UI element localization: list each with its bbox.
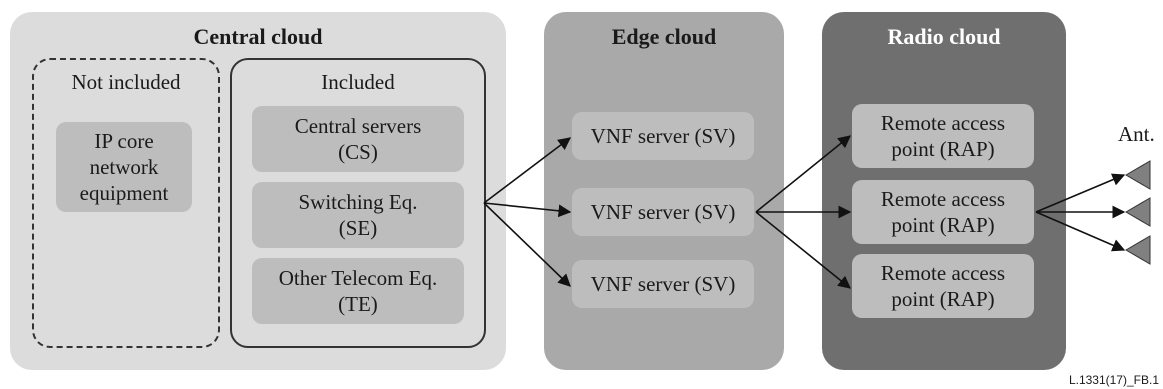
arrow-rap-to-ant3	[1035, 211, 1126, 252]
arrow-central-to-sv2	[483, 202, 572, 218]
included-title: Included	[321, 70, 395, 94]
antenna-icon	[1125, 160, 1151, 190]
antenna-icon	[1125, 235, 1151, 265]
figure-label: L.1331(17)_FB.1	[1068, 373, 1159, 387]
arrow-central-to-sv1	[483, 137, 572, 204]
central-cloud-title: Central cloud	[193, 24, 323, 49]
rap-box-1: Remote access point (RAP)	[852, 104, 1034, 168]
not-included-title: Not included	[71, 70, 181, 94]
not-included-group: Not included IP core network equipment	[32, 58, 220, 348]
arrow-central-to-sv3	[483, 202, 571, 287]
edge-cloud-title: Edge cloud	[611, 24, 717, 49]
radio-cloud-title: Radio cloud	[887, 24, 1001, 49]
switching-eq-box: Switching Eq. (SE)	[252, 182, 464, 248]
antenna-icon	[1125, 197, 1151, 227]
other-telecom-box: Other Telecom Eq. (TE)	[252, 258, 464, 324]
arrow-sv-to-rap3	[755, 211, 851, 289]
rap-box-3: Remote access point (RAP)	[852, 254, 1034, 318]
central-servers-box: Central servers (CS)	[252, 106, 464, 172]
antenna-label: Ant.	[1118, 122, 1155, 146]
vnf-server-box-2: VNF server (SV)	[572, 188, 754, 236]
ip-core-box: IP core network equipment	[56, 122, 192, 212]
vnf-server-box-3: VNF server (SV)	[572, 260, 754, 308]
arrow-sv-to-rap1	[755, 135, 851, 213]
central-cloud-panel: Central cloud Not included IP core netwo…	[10, 12, 506, 370]
edge-cloud-panel: Edge cloud VNF server (SV) VNF server (S…	[544, 12, 784, 370]
rap-box-2: Remote access point (RAP)	[852, 180, 1034, 244]
vnf-server-box-1: VNF server (SV)	[572, 112, 754, 160]
radio-cloud-panel: Radio cloud Remote access point (RAP) Re…	[822, 12, 1066, 370]
arrow-rap-to-ant1	[1035, 173, 1126, 213]
